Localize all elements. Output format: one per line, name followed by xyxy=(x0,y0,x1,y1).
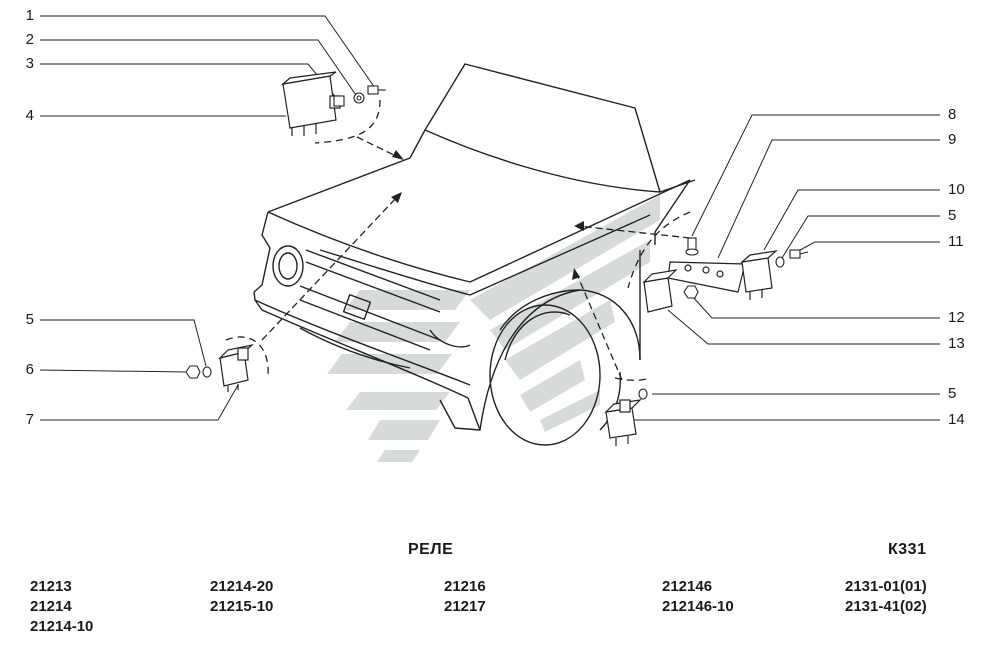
model-column-2: 21214-20 21215-10 xyxy=(210,577,273,617)
model-code: 21213 xyxy=(30,578,72,595)
part-bracket-3 xyxy=(333,95,345,107)
model-column-3: 21216 21217 xyxy=(444,577,486,617)
relay-exploded-diagram xyxy=(39,15,940,462)
part-washer-2 xyxy=(353,92,365,104)
page-title: РЕЛЕ xyxy=(408,541,454,558)
model-code: 21214-20 xyxy=(210,578,274,595)
callout-9: 9 xyxy=(948,131,957,148)
callout-8: 8 xyxy=(948,106,957,123)
model-code: 2131-41(02) xyxy=(845,598,927,615)
location-arrows xyxy=(261,136,691,381)
part-bracket-9 xyxy=(667,261,746,293)
leader-lines xyxy=(39,15,940,421)
part-bolt-1 xyxy=(367,85,386,95)
part-washer-5-left xyxy=(202,366,212,378)
callout-7: 7 xyxy=(25,411,34,428)
car-body xyxy=(253,63,696,446)
model-code: 21214 xyxy=(30,598,72,615)
callout-1: 1 xyxy=(25,7,34,24)
part-relay-13 xyxy=(642,269,678,313)
callout-12: 12 xyxy=(948,309,965,326)
catalog-code: К331 xyxy=(888,541,927,558)
model-code: 21214-10 xyxy=(30,618,94,635)
model-column-4: 212146 212146-10 xyxy=(662,577,734,617)
callout-11: 11 xyxy=(948,233,964,250)
callout-2: 2 xyxy=(25,31,34,48)
callout-10: 10 xyxy=(948,181,965,198)
model-code: 212146-10 xyxy=(662,598,734,615)
part-relay-14 xyxy=(604,399,642,446)
part-washer-5-right xyxy=(775,256,785,268)
model-code: 21215-10 xyxy=(210,598,274,615)
model-column-1: 21213 21214 21214-10 xyxy=(30,577,93,637)
callout-14: 14 xyxy=(948,411,965,428)
part-bolt-11 xyxy=(789,249,809,259)
model-code: 21217 xyxy=(444,598,486,615)
part-relay-4 xyxy=(280,71,341,136)
callout-5-bottom: 5 xyxy=(948,385,957,402)
callout-5-right: 5 xyxy=(948,207,957,224)
callout-5-left: 5 xyxy=(25,311,34,328)
part-nut-6 xyxy=(185,365,201,379)
model-code: 21216 xyxy=(444,578,486,595)
part-stud-8 xyxy=(685,237,699,256)
model-code: 2131-01(01) xyxy=(845,578,927,595)
callout-4: 4 xyxy=(25,107,34,124)
callout-3: 3 xyxy=(25,55,34,72)
arrow-heads xyxy=(391,150,584,280)
watermark-logo xyxy=(327,195,660,462)
part-relay-7 xyxy=(218,343,255,392)
callout-13: 13 xyxy=(948,335,965,352)
mounting-area-arcs xyxy=(225,99,691,381)
model-column-5: 2131-01(01) 2131-41(02) xyxy=(845,577,927,617)
part-relay-10 xyxy=(740,250,778,300)
part-washer-5-bottom xyxy=(638,388,648,400)
model-code: 212146 xyxy=(662,578,713,595)
part-nut-12 xyxy=(683,285,699,299)
callout-6: 6 xyxy=(25,361,34,378)
